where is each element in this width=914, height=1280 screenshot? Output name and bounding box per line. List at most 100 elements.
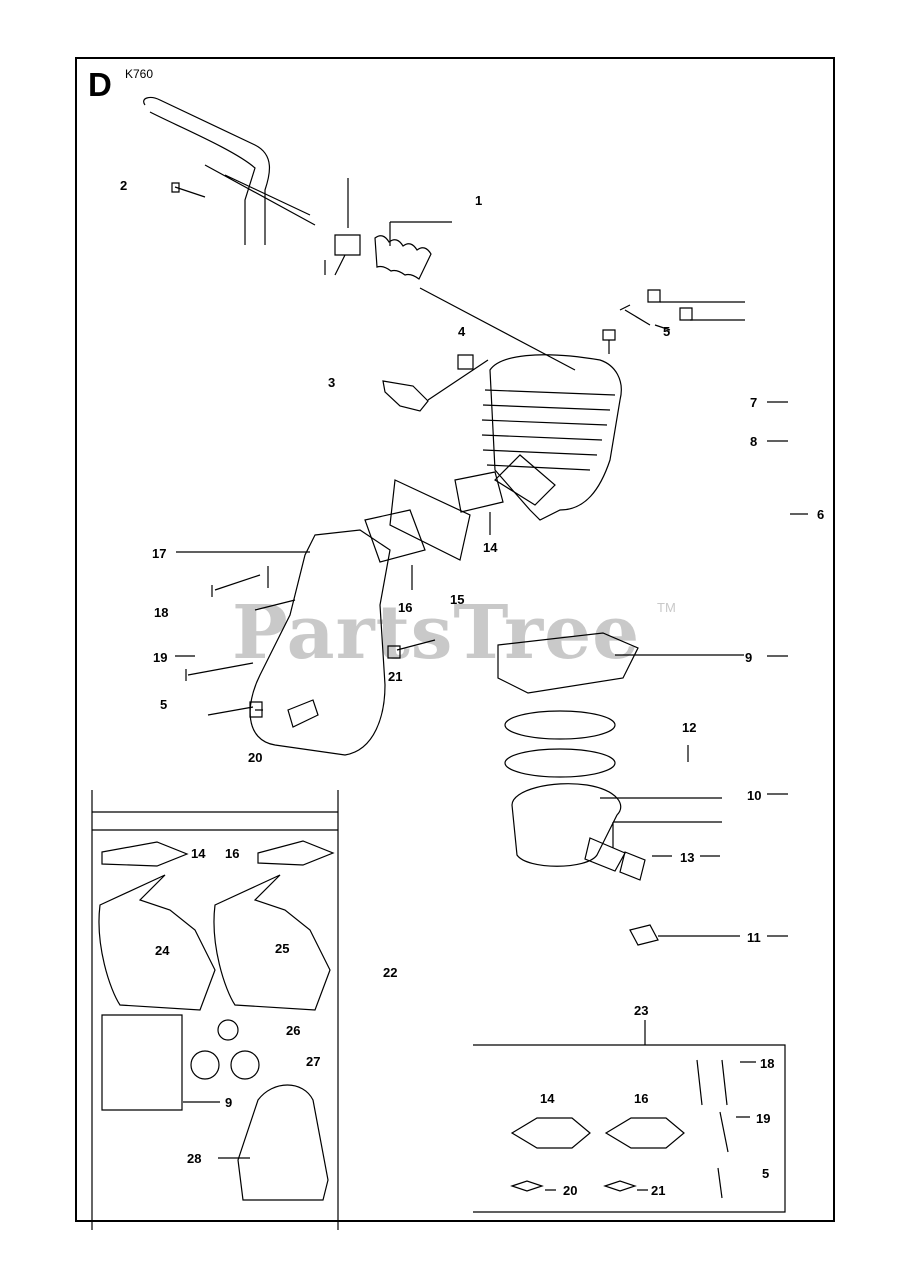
piston-pin-13 xyxy=(584,837,626,872)
screw-kit-box xyxy=(473,1020,786,1213)
handle-part-inner xyxy=(149,111,256,245)
cable-line xyxy=(419,287,576,371)
kit-gasket-16 xyxy=(257,840,335,866)
callout-19: 19 xyxy=(153,650,168,665)
piston-ring-top xyxy=(504,710,616,740)
kit-label-26: 26 xyxy=(286,1023,301,1038)
kit-screw-14 xyxy=(510,1117,591,1149)
screw-kit-label-18: 18 xyxy=(760,1056,775,1071)
piston-10 xyxy=(511,783,622,867)
bearing-11 xyxy=(629,924,788,946)
callout-18: 18 xyxy=(154,605,169,620)
screw-18 xyxy=(254,599,296,611)
cylinder-body xyxy=(489,354,622,521)
leader-14 xyxy=(411,512,491,590)
callout-13: 13 xyxy=(680,850,695,865)
gasket-16 xyxy=(364,509,426,563)
callout-8: 8 xyxy=(750,434,758,449)
handle-link xyxy=(204,164,316,226)
kit-gasket-28 xyxy=(237,1084,329,1201)
gasket-14 xyxy=(454,471,504,513)
kit-label-25: 25 xyxy=(275,941,290,956)
screw-kit-label-20: 20 xyxy=(563,1183,578,1198)
kit-screw-18 xyxy=(696,1059,728,1106)
bolt-7 xyxy=(619,289,661,326)
kit-seal-27a xyxy=(190,1050,220,1080)
callout-10: 10 xyxy=(747,788,762,803)
gasket-kit-box xyxy=(91,790,339,1230)
kit-label-24: 24 xyxy=(155,943,170,958)
screw-17 xyxy=(211,574,261,597)
screw-kit-label-5: 5 xyxy=(762,1166,770,1181)
model-label: K760 xyxy=(125,67,154,81)
section-letter: D xyxy=(88,66,112,103)
kit-screw-19 xyxy=(719,1111,729,1153)
kit-label-16: 16 xyxy=(225,846,240,861)
kit-label-27: 27 xyxy=(306,1054,321,1069)
callout-6: 6 xyxy=(817,507,825,522)
callout-9: 9 xyxy=(745,650,753,665)
kit-gasket-9 xyxy=(101,1014,183,1111)
screw-19 xyxy=(185,662,254,681)
kit-screw-5 xyxy=(717,1167,723,1199)
leader-7-8 xyxy=(660,301,808,515)
diagram-frame xyxy=(75,57,835,1222)
kit-seal-27b xyxy=(230,1050,260,1080)
callout-11: 11 xyxy=(747,930,761,945)
callout-5-left: 5 xyxy=(160,697,168,712)
valve-3 xyxy=(382,359,489,412)
kit-oring-26 xyxy=(217,1019,239,1041)
leader-1 xyxy=(347,178,452,246)
callout-1: 1 xyxy=(475,193,483,208)
leader-screw-kit xyxy=(545,1061,756,1191)
gasket-kit-ref: 22 xyxy=(383,965,398,980)
nut-21 xyxy=(387,645,401,659)
kit-gasket-25 xyxy=(213,874,331,1011)
kit-nut-21 xyxy=(603,1180,637,1192)
screw-kit-label-19: 19 xyxy=(756,1111,771,1126)
leader-17 xyxy=(175,551,436,657)
screw-kit-label-16: 16 xyxy=(634,1091,649,1106)
callout-5-top: 5 xyxy=(663,324,671,339)
nut-4 xyxy=(457,354,474,370)
callout-16: 16 xyxy=(398,600,413,615)
handle-part xyxy=(143,96,270,245)
callout-14: 14 xyxy=(483,540,498,555)
callout-20: 20 xyxy=(248,750,263,765)
muffler-20 xyxy=(249,529,391,756)
kit-gasket-14 xyxy=(101,841,189,867)
kit-gasket-24 xyxy=(98,874,216,1011)
callout-2: 2 xyxy=(120,178,128,193)
screw-kit-ref: 23 xyxy=(634,1003,649,1018)
callout-21: 21 xyxy=(388,669,403,684)
callout-3: 3 xyxy=(328,375,336,390)
leader-kit xyxy=(183,1101,250,1159)
cable-spring xyxy=(374,235,432,280)
screw-5-top xyxy=(602,329,616,354)
cylinder-gasket-9 xyxy=(497,632,639,694)
screw-2 xyxy=(171,182,206,198)
watermark-text: PartsTree xyxy=(232,590,641,676)
cylinder-exhaust xyxy=(494,454,556,506)
screw-5-left xyxy=(207,701,263,718)
kit-screw-16 xyxy=(604,1117,685,1149)
kit-nut-20 xyxy=(510,1180,544,1192)
cable-clamp xyxy=(324,234,361,276)
piston-ring-bottom xyxy=(504,748,616,778)
watermark-tm: TM xyxy=(657,600,676,615)
screw-kit-label-14: 14 xyxy=(540,1091,555,1106)
callout-17: 17 xyxy=(152,546,167,561)
kit-label-14: 14 xyxy=(191,846,206,861)
cylinder-fins xyxy=(481,389,616,471)
callout-7: 7 xyxy=(750,395,758,410)
leader-9 xyxy=(615,654,788,657)
bolt-8 xyxy=(654,307,693,331)
callout-15: 15 xyxy=(450,592,465,607)
kit-label-9: 9 xyxy=(225,1095,233,1110)
heat-shield-15 xyxy=(389,479,471,561)
muffler-outlet xyxy=(287,699,319,728)
callout-4: 4 xyxy=(458,324,466,339)
screw-kit-label-21: 21 xyxy=(651,1183,666,1198)
callout-12: 12 xyxy=(682,720,697,735)
